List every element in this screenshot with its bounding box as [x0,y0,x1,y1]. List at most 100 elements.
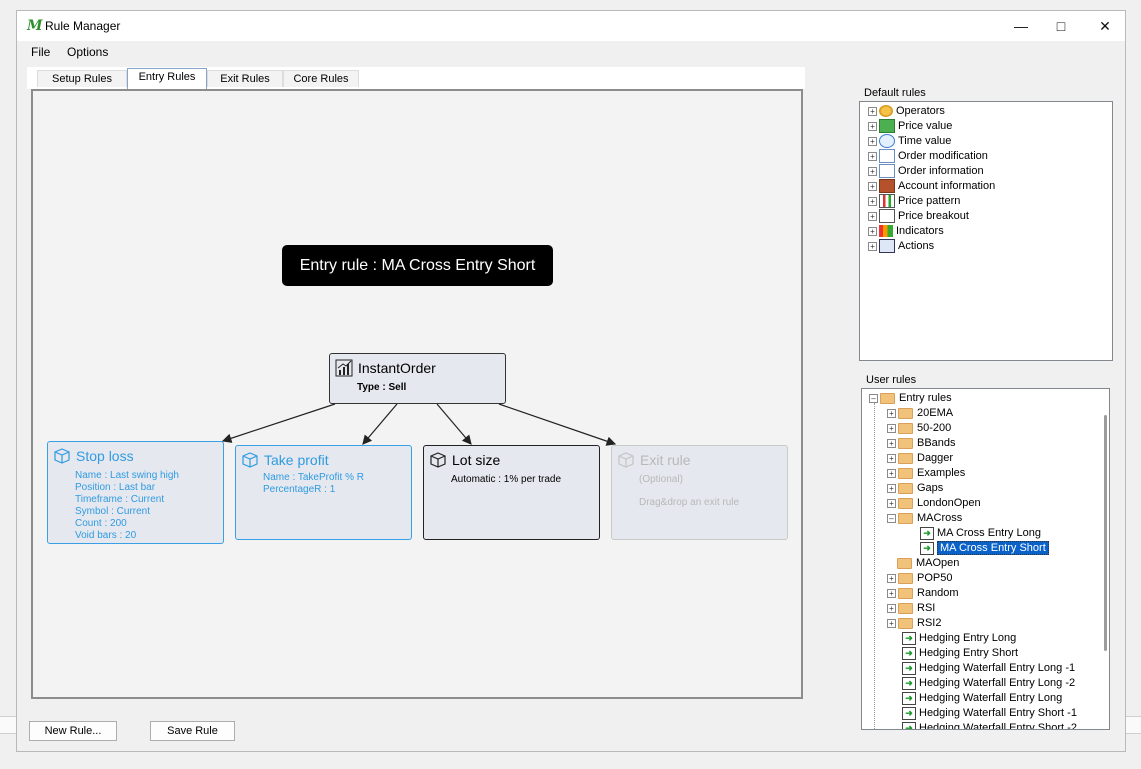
expand-icon[interactable]: + [887,588,896,598]
expand-icon[interactable]: + [887,408,896,418]
expand-icon[interactable]: + [868,226,877,236]
expand-icon[interactable]: + [868,196,877,206]
rule-ma-cross-entry-short[interactable]: ➜MA Cross Entry Short [920,541,1049,556]
tree-item-price-breakout[interactable]: + Price breakout [868,209,969,224]
take-profit-node[interactable]: Take profit Name : TakeProfit % R Percen… [235,445,412,540]
tree-item-order-information[interactable]: + Order information [868,164,984,179]
rule-ma-cross-entry-long[interactable]: ➜MA Cross Entry Long [920,526,1041,541]
folder-random[interactable]: +Random [887,586,959,601]
exit-rule-hint: Drag&drop an exit rule [639,497,740,508]
folder-londonopen[interactable]: +LondonOpen [887,496,981,511]
arrow-to-lot-size [436,403,472,445]
expand-icon[interactable]: + [868,181,877,191]
folder-dagger[interactable]: +Dagger [887,451,953,466]
tree-item-label: Order information [898,165,984,177]
expand-icon[interactable]: + [868,136,877,146]
expand-icon[interactable]: + [887,498,896,508]
document-icon [879,164,895,179]
tree-item-price-pattern[interactable]: + Price pattern [868,194,960,209]
expand-icon[interactable]: + [868,211,877,221]
expand-icon[interactable]: + [887,438,896,448]
folder-rsi[interactable]: +RSI [887,601,935,616]
stop-loss-title: Stop loss [76,448,134,464]
expand-icon[interactable]: + [887,423,896,433]
folder-macross[interactable]: –MACross [887,511,962,526]
tree-item-label: Price breakout [898,210,969,222]
rule-hedging-waterfall-short-2[interactable]: ➜Hedging Waterfall Entry Short -2 [902,721,1077,729]
tree-item-label: Order modification [898,150,988,162]
expand-icon[interactable]: + [868,151,877,161]
minimize-button[interactable]: — [1014,18,1028,34]
lot-size-node[interactable]: Lot size Automatic : 1% per trade [423,445,600,540]
expand-icon[interactable]: + [887,618,896,628]
default-rules-tree[interactable]: +Operators +Price value +Time value + Ord… [859,101,1113,361]
tree-item-label: Price pattern [898,195,961,207]
folder-bbands[interactable]: + BBands [887,436,956,451]
tree-item-label: MA Cross Entry Long [937,527,1041,539]
box-icon [54,448,70,464]
folder-icon [898,467,913,479]
stop-loss-node[interactable]: Stop loss Name : Last swing high Positio… [47,441,224,544]
rule-hedging-entry-long[interactable]: ➜Hedging Entry Long [902,631,1016,646]
expand-icon[interactable]: + [868,241,877,251]
rule-hedging-entry-short[interactable]: ➜Hedging Entry Short [902,646,1018,661]
collapse-icon[interactable]: – [887,513,896,523]
folder-icon [897,557,912,569]
folder-gaps[interactable]: +Gaps [887,481,943,496]
expand-icon[interactable]: + [868,106,877,116]
tab-setup-rules[interactable]: Setup Rules [37,70,127,87]
expand-icon[interactable]: + [887,483,896,493]
expand-icon[interactable]: + [868,121,877,131]
folder-50-200[interactable]: +50-200 [887,421,951,436]
entry-rule-icon: ➜ [902,661,916,675]
user-rules-label: User rules [866,374,917,386]
stop-loss-details: Name : Last swing high Position : Last b… [75,470,179,542]
tree-item-label: Entry rules [899,392,952,404]
new-rule-button[interactable]: New Rule... [29,721,117,741]
expand-icon[interactable]: + [868,166,877,176]
folder-20ema[interactable]: +20EMA [887,406,953,421]
folder-examples[interactable]: +Examples [887,466,965,481]
tree-item-order-modification[interactable]: + Order modification [868,149,988,164]
default-rules-label: Default rules [864,87,926,99]
exit-rule-node[interactable]: Exit rule (Optional) Drag&drop an exit r… [611,445,788,540]
menu-options[interactable]: Options [67,45,109,59]
folder-rsi2[interactable]: +RSI2 [887,616,941,631]
gear-icon [879,105,893,118]
expand-icon[interactable]: + [887,468,896,478]
expand-icon[interactable]: + [887,603,896,613]
folder-maopen[interactable]: MAOpen [897,556,959,571]
tree-item-price-value[interactable]: +Price value [868,119,952,134]
instant-order-type: Type : Sell [357,382,407,393]
expand-icon[interactable]: + [887,573,896,583]
tab-exit-rules[interactable]: Exit Rules [207,70,283,87]
close-button[interactable]: ✕ [1099,17,1111,34]
tab-entry-rules[interactable]: Entry Rules [127,68,207,89]
tree-root-entry-rules[interactable]: – Entry rules [869,391,952,406]
user-rules-scrollbar[interactable] [1104,415,1107,651]
rule-hedging-waterfall-short-1[interactable]: ➜Hedging Waterfall Entry Short -1 [902,706,1077,721]
tree-item-actions[interactable]: +Actions [868,239,934,254]
tree-item-operators[interactable]: +Operators [868,104,945,119]
folder-icon [898,587,913,599]
tree-item-time-value[interactable]: +Time value [868,134,951,149]
user-rules-tree[interactable]: – Entry rules +20EMA +50-200 + BBands +Dag… [861,388,1110,730]
stop-loss-line: Count : 200 [75,518,127,529]
instant-order-node[interactable]: InstantOrder Type : Sell [329,353,506,404]
rule-hedging-waterfall-long-2[interactable]: ➜Hedging Waterfall Entry Long -2 [902,676,1075,691]
take-profit-title: Take profit [264,452,329,468]
arrow-to-exit-rule [498,403,617,446]
rule-canvas[interactable]: Entry rule : MA Cross Entry Short Instan… [31,89,803,699]
tree-item-label: BBands [917,437,956,449]
rule-hedging-waterfall-long[interactable]: ➜Hedging Waterfall Entry Long [902,691,1062,706]
tree-item-account-information[interactable]: +Account information [868,179,995,194]
collapse-icon[interactable]: – [869,393,878,403]
menu-file[interactable]: File [31,45,51,59]
expand-icon[interactable]: + [887,453,896,463]
tab-core-rules[interactable]: Core Rules [283,70,359,87]
folder-pop50[interactable]: +POP50 [887,571,952,586]
save-rule-button[interactable]: Save Rule [150,721,235,741]
maximize-button[interactable]: □ [1056,18,1066,34]
rule-hedging-waterfall-long-1[interactable]: ➜Hedging Waterfall Entry Long -1 [902,661,1075,676]
tree-item-indicators[interactable]: +Indicators [868,224,944,239]
